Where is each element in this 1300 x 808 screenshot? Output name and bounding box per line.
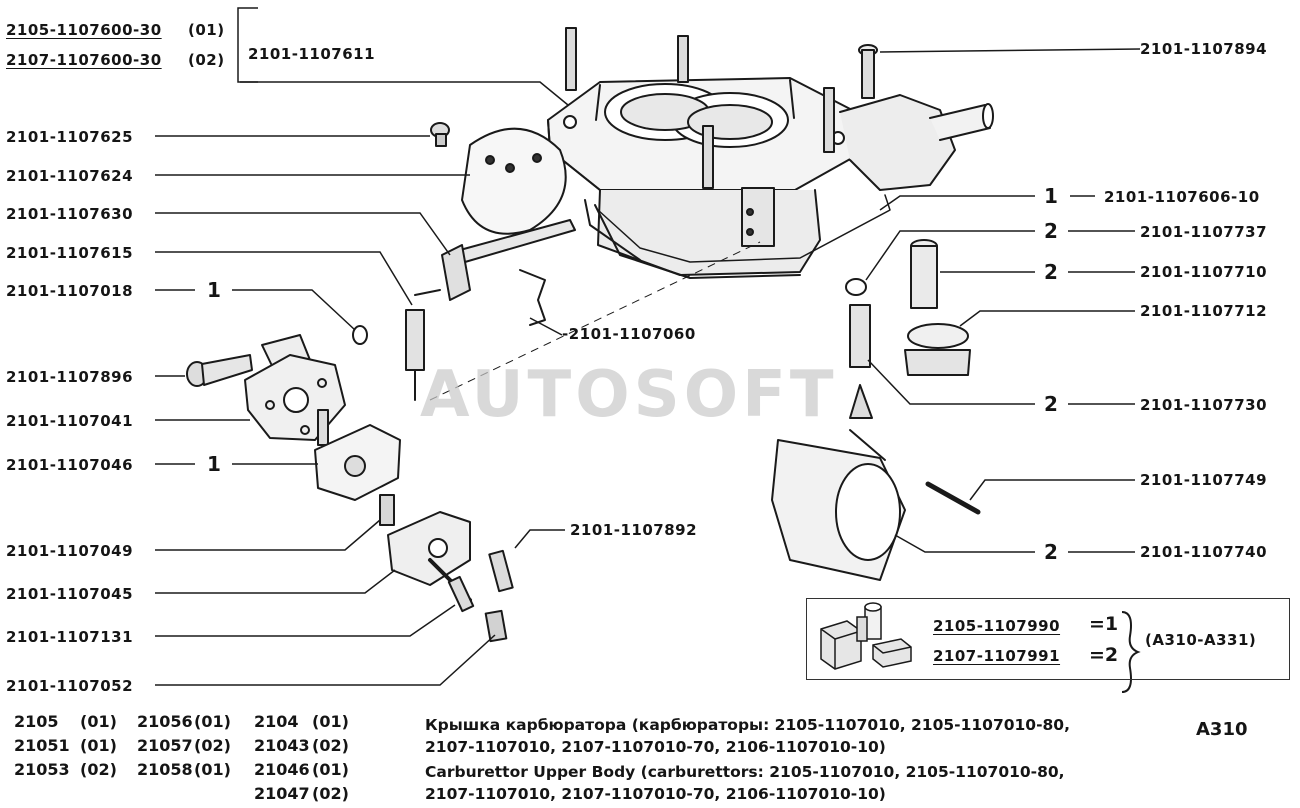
part-label-894: 2101-1107894 <box>1140 40 1268 58</box>
kit-mark-046: 1 <box>207 452 221 476</box>
screw-131 <box>447 575 475 613</box>
model-cell: 21058 <box>137 760 193 779</box>
ring-018 <box>352 325 368 345</box>
bracket-part-label: 2101-1107611 <box>248 45 376 63</box>
part-label-052: 2101-1107052 <box>6 677 134 695</box>
part-label-892: 2101-1107892 <box>570 521 698 539</box>
kit-1-label: 2105-1107990 <box>933 617 1061 635</box>
screw-052 <box>484 609 508 643</box>
caption-en-line-1: Carburettor Upper Body (carburettors: 21… <box>425 763 1065 781</box>
spring-049 <box>379 494 395 526</box>
part-label-046: 2101-1107046 <box>6 456 134 474</box>
variant-1-code: (01) <box>188 21 225 39</box>
screw-894 <box>858 44 878 99</box>
code-cell: (02) <box>312 784 349 803</box>
model-cell: 21056 <box>137 712 193 731</box>
part-label-041: 2101-1107041 <box>6 412 134 430</box>
caption-en-line-2: 2107-1107010, 2107-1107010-70, 2106-1107… <box>425 785 886 803</box>
repair-kit-icon <box>820 602 912 670</box>
code-cell: (02) <box>194 736 231 755</box>
kit-mark-730: 2 <box>1044 392 1058 416</box>
code-cell: (02) <box>80 760 117 779</box>
diaphragm-046 <box>314 424 401 501</box>
part-label-630: 2101-1107630 <box>6 205 134 223</box>
part-label-018: 2101-1107018 <box>6 282 134 300</box>
kit-mark-606: 1 <box>1044 184 1058 208</box>
variant-2-code: (02) <box>188 51 225 69</box>
model-cell: 21057 <box>137 736 193 755</box>
part-label-730: 2101-1107730 <box>1140 396 1268 414</box>
part-label-625: 2101-1107625 <box>6 128 134 146</box>
caption-ru-line-1: Крышка карбюратора (карбюраторы: 2105-11… <box>425 716 1070 734</box>
page-code: A310 <box>1196 719 1248 740</box>
part-label-045: 2101-1107045 <box>6 585 134 603</box>
housing-041 <box>244 334 346 446</box>
repair-kit-box: 2105-1107990 =1 2107-1107991 =2 (A310-A3… <box>806 598 1290 680</box>
part-label-060: -2101-1107060 <box>562 325 696 343</box>
code-cell: (01) <box>80 736 117 755</box>
kit-mark-710: 2 <box>1044 260 1058 284</box>
kit-mark-018: 1 <box>207 278 221 302</box>
part-label-896: 2101-1107896 <box>6 368 134 386</box>
code-cell: (01) <box>80 712 117 731</box>
valve-730 <box>849 304 886 461</box>
watermark: AUTOSOFT <box>420 358 838 432</box>
part-label-710: 2101-1107710 <box>1140 263 1268 281</box>
part-label-740: 2101-1107740 <box>1140 543 1268 561</box>
model-cell: 21053 <box>14 760 70 779</box>
code-cell: (01) <box>194 760 231 779</box>
model-cell: 21047 <box>254 784 310 803</box>
part-label-624: 2101-1107624 <box>6 167 134 185</box>
kit-mark-740: 2 <box>1044 540 1058 564</box>
part-label-049: 2101-1107049 <box>6 542 134 560</box>
code-cell: (01) <box>194 712 231 731</box>
kit-2-mark: =2 <box>1089 644 1119 666</box>
caption-ru-line-2: 2107-1107010, 2107-1107010-70, 2106-1107… <box>425 738 886 756</box>
model-cell: 21046 <box>254 760 310 779</box>
code-cell: (02) <box>312 736 349 755</box>
model-cell: 2104 <box>254 712 299 731</box>
screw-625 <box>430 122 450 147</box>
carburettor-cover <box>547 27 994 279</box>
part-label-615: 2101-1107615 <box>6 244 134 262</box>
part-label-606: 2101-1107606-10 <box>1104 188 1260 206</box>
kit-1-mark: =1 <box>1089 613 1119 635</box>
washer-737 <box>845 278 867 296</box>
plug-712 <box>904 323 971 376</box>
code-cell: (01) <box>312 712 349 731</box>
model-cell: 2105 <box>14 712 59 731</box>
float-740 <box>771 439 906 581</box>
screw-896 <box>186 354 253 387</box>
model-cell: 21051 <box>14 736 70 755</box>
pin-749 <box>925 481 981 515</box>
part-label-712: 2101-1107712 <box>1140 302 1268 320</box>
lever-rod-630 <box>405 219 576 401</box>
kit-range: (A310-A331) <box>1145 631 1257 649</box>
model-cell: 21043 <box>254 736 310 755</box>
screw-892 <box>488 549 514 593</box>
part-label-737: 2101-1107737 <box>1140 223 1268 241</box>
variant-2-label: 2107-1107600-30 <box>6 51 162 69</box>
kit-2-label: 2107-1107991 <box>933 647 1061 665</box>
part-label-749: 2101-1107749 <box>1140 471 1268 489</box>
kit-mark-737: 2 <box>1044 219 1058 243</box>
variant-1-label: 2105-1107600-30 <box>6 21 162 39</box>
seat-710 <box>910 239 938 309</box>
code-cell: (01) <box>312 760 349 779</box>
part-label-131: 2101-1107131 <box>6 628 134 646</box>
